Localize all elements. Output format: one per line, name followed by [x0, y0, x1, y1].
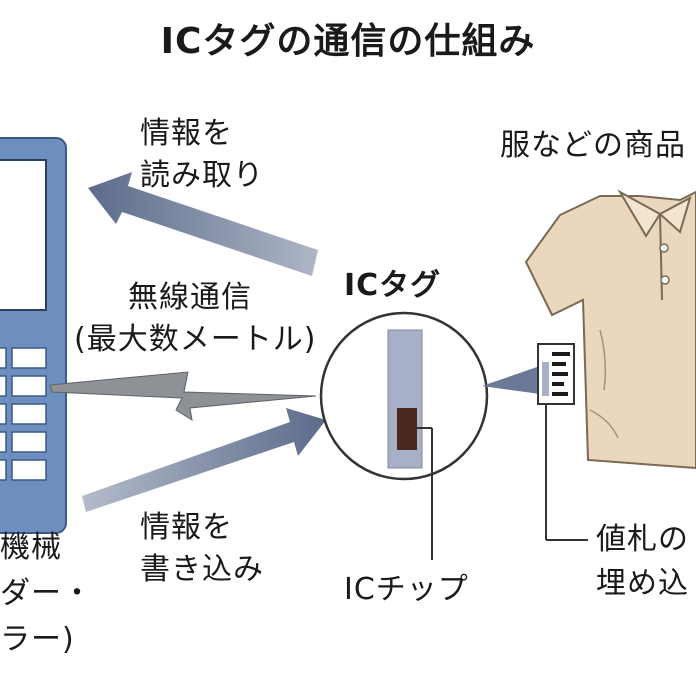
price-tag-label-line1: 値札の	[596, 522, 689, 557]
price-tag	[537, 343, 588, 541]
write-arrow	[82, 408, 326, 512]
device-label-line3: ラー)	[0, 622, 75, 657]
reader-device	[0, 137, 67, 534]
read-arrow	[88, 172, 318, 276]
ic-chip	[397, 408, 417, 450]
wireless-label-line2: (最大数メートル)	[74, 322, 317, 357]
magnifier-pointer	[482, 366, 540, 394]
write-label-line1: 情報を	[140, 510, 233, 545]
device-keypad	[0, 347, 47, 481]
price-tag-label-line2: 埋め込	[596, 566, 689, 601]
wireless-label-line1: 無線通信	[128, 280, 252, 315]
shirt-button	[659, 243, 669, 253]
ic-chip-label: ICチップ	[344, 572, 469, 607]
shirt-body	[524, 190, 696, 470]
shirt-button	[660, 275, 670, 285]
ic-tag-label: ICタグ	[344, 268, 442, 303]
device-label-line2: ダー・	[0, 576, 93, 611]
wireless-lightning	[49, 371, 317, 422]
device-screen	[0, 159, 47, 311]
shirt-collar-right	[658, 195, 692, 234]
read-label-line2: 読み取り	[140, 158, 264, 193]
ic-tag-magnified	[319, 311, 489, 560]
device-label-line1: 機械	[0, 530, 62, 565]
write-label-line2: 書き込み	[140, 552, 264, 587]
shirt	[524, 189, 696, 470]
price-tag-ic-strip	[542, 362, 549, 396]
diagram-title: ICタグの通信の仕組み	[160, 21, 536, 62]
shirt-collar-left	[617, 189, 662, 238]
read-label-line1: 情報を	[140, 116, 233, 151]
product-label: 服などの商品	[500, 128, 686, 163]
